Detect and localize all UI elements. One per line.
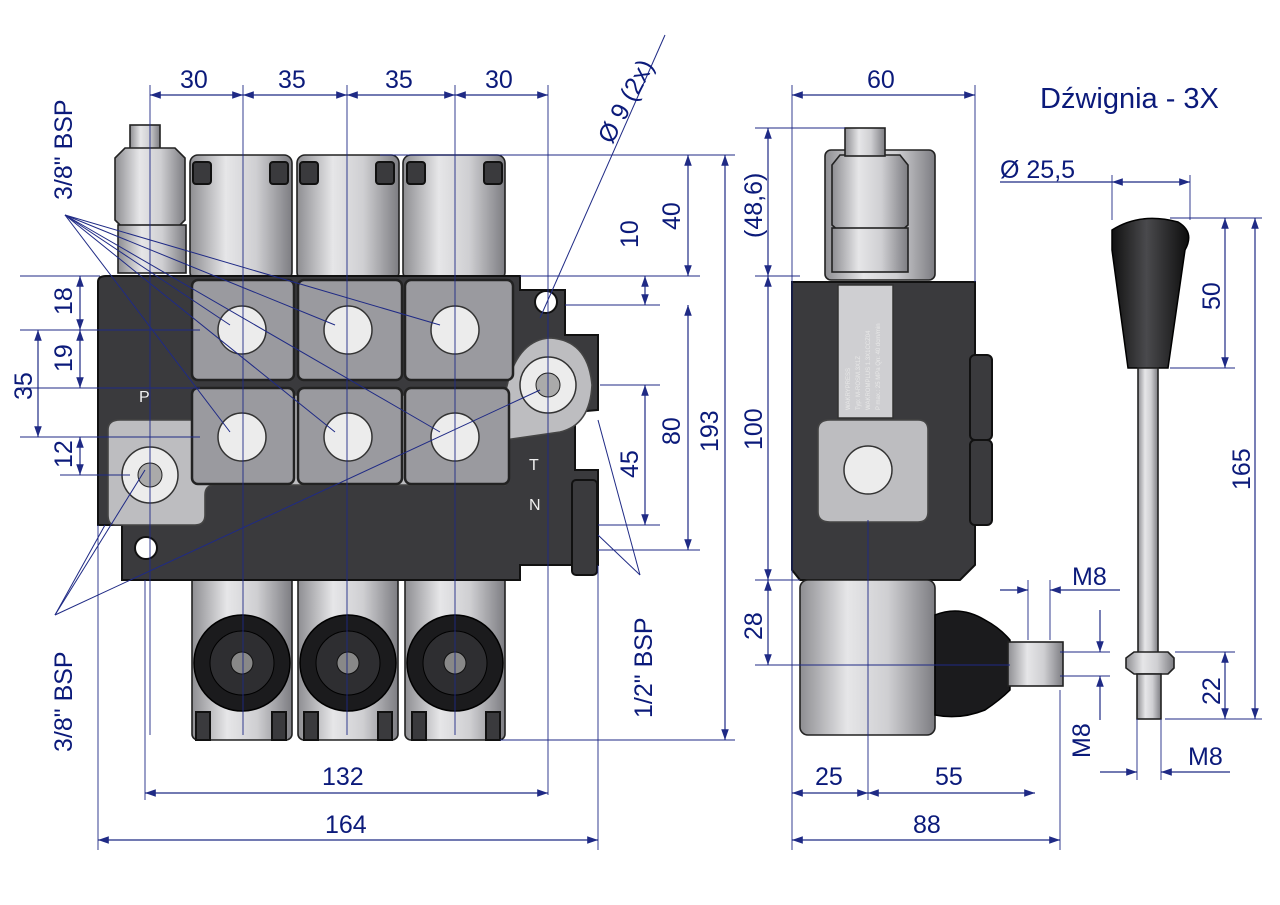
dim-left-19: 19 (50, 344, 78, 372)
nameplate-line-1: WAKRYPRESS (846, 368, 852, 410)
drawing-title: Dźwignia - 3X (1040, 83, 1219, 115)
lower-spools (191, 574, 506, 741)
thread-right-label: 1/2" BSP (630, 617, 658, 718)
port-p-label: P (139, 389, 150, 406)
thread-bottom-label: 3/8" BSP (50, 651, 78, 752)
thread-top-label: 3/8" BSP (50, 99, 78, 200)
dimension-lines (20, 34, 1262, 850)
dim-left-12: 12 (50, 440, 78, 468)
side-height-28: 28 (740, 612, 768, 640)
dim-left-35: 35 (10, 372, 38, 400)
dim-bottom-132: 132 (322, 763, 364, 791)
lever-thread-m8: M8 (1188, 743, 1223, 771)
side-m8-top: M8 (1072, 563, 1107, 591)
side-view (791, 127, 1064, 736)
dim-top-1: 30 (180, 66, 208, 94)
rod-length-165: 165 (1228, 448, 1256, 490)
dim-right-80: 80 (658, 417, 686, 445)
side-width-60: 60 (867, 66, 895, 94)
dim-top-3: 35 (385, 66, 413, 94)
port-t-label: T (529, 457, 539, 474)
nameplate-line-2: Typ: M-ROSM.3X1Z (856, 356, 862, 410)
dimension-labels: 30 35 35 30 Ø 9 (2x) 3/8" BSP 3/8" BSP 1… (10, 55, 1256, 839)
side-bottom-88: 88 (913, 811, 941, 839)
relief-valve (114, 124, 187, 274)
lever (1111, 217, 1190, 720)
port-n-label: N (529, 497, 541, 514)
dim-bottom-164: 164 (325, 811, 367, 839)
thread-length-22: 22 (1198, 677, 1226, 705)
front-view: P T N (97, 124, 599, 741)
knob-diameter-label: Ø 25,5 (1000, 156, 1075, 184)
side-m8-vertical: M8 (1068, 723, 1096, 758)
nameplate-line-4: P max.: 25 MPa Qn: 40 dcm/min (876, 323, 882, 410)
nameplate-line-3: WAKROMPLUS 1.3X1CCZ04 (866, 330, 872, 410)
side-height-100: 100 (740, 408, 768, 450)
side-bottom-25: 25 (815, 763, 843, 791)
side-offset-48-6: (48,6) (740, 173, 768, 238)
dim-top-4: 30 (485, 66, 513, 94)
dim-left-18: 18 (50, 287, 78, 315)
upper-caps (189, 154, 506, 281)
dim-right-45: 45 (616, 450, 644, 478)
dim-right-40: 40 (658, 202, 686, 230)
dim-right-193: 193 (696, 410, 724, 452)
dim-top-2: 35 (278, 66, 306, 94)
hole-diameter-label: Ø 9 (2x) (593, 55, 660, 148)
side-bottom-55: 55 (935, 763, 963, 791)
dim-right-10: 10 (616, 220, 644, 248)
knob-height-50: 50 (1198, 282, 1226, 310)
